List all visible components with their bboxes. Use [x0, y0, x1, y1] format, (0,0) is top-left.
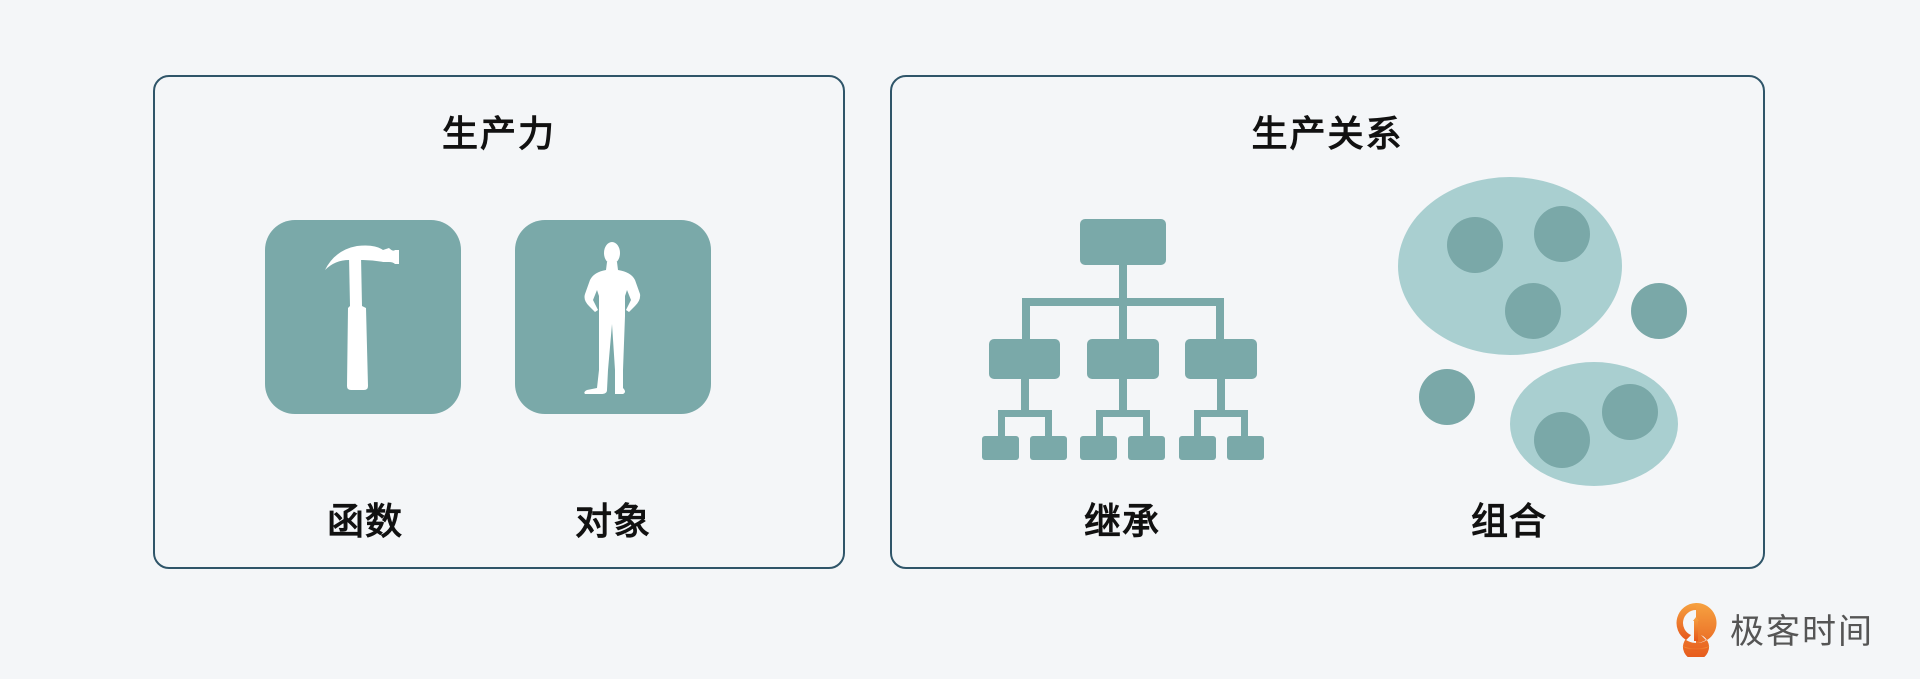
- panel-title: 生产关系: [1251, 114, 1404, 155]
- grouped-circles-icon: [1398, 177, 1687, 486]
- geektime-logo-icon: [1676, 602, 1717, 657]
- brand-logo: 极客时间: [1672, 598, 1874, 658]
- hierarchy-tree-icon: [982, 219, 1264, 460]
- inheritance-label: 继承: [1084, 500, 1160, 543]
- hammer-icon: [325, 245, 399, 390]
- production-relations-panel: 生产关系: [890, 75, 1765, 569]
- object-label: 对象: [575, 500, 651, 543]
- productivity-panel: 生产力 函数 对象: [153, 75, 845, 569]
- function-tile: [265, 220, 461, 414]
- object-tile: [515, 220, 711, 414]
- composition-label: 组合: [1471, 500, 1547, 543]
- person-icon: [584, 242, 641, 394]
- panel-title: 生产力: [441, 114, 556, 155]
- brand-name: 极客时间: [1730, 611, 1874, 652]
- function-label: 函数: [327, 500, 403, 543]
